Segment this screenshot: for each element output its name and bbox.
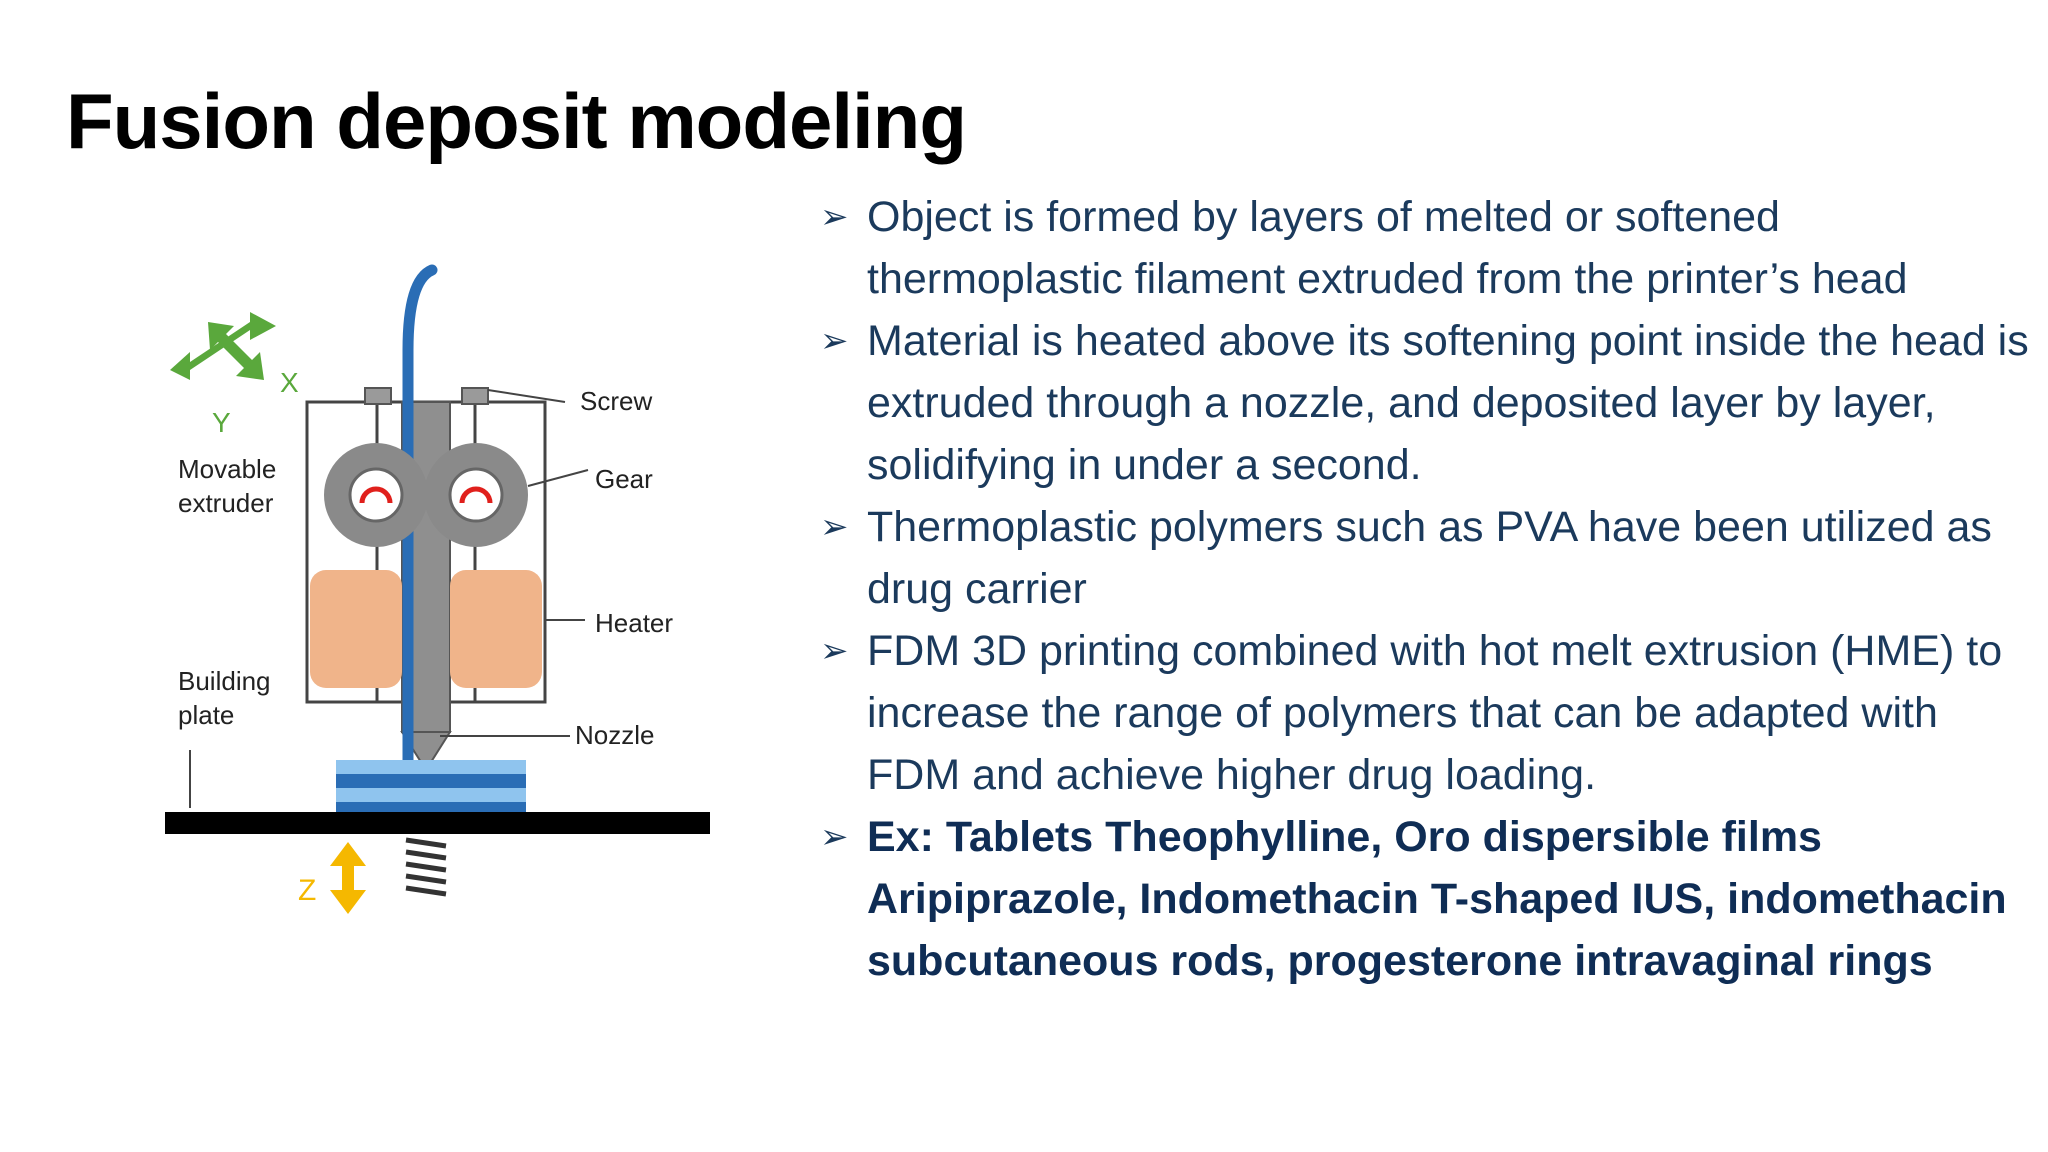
bullet-item: ➢ Thermoplastic polymers such as PVA have… bbox=[820, 496, 2030, 620]
deposited-layer bbox=[336, 788, 526, 802]
slide-title: Fusion deposit modeling bbox=[66, 77, 967, 165]
label-extruder: extruder bbox=[178, 488, 274, 518]
screw-right bbox=[461, 387, 489, 405]
bullet-arrow-icon: ➢ bbox=[820, 631, 849, 671]
bullet-text: Object is formed by layers of melted or … bbox=[867, 193, 1908, 303]
rotation-arrow-icon bbox=[359, 486, 393, 504]
bullet-arrow-icon: ➢ bbox=[820, 197, 849, 237]
bullet-text: FDM 3D printing combined with hot melt e… bbox=[867, 627, 2003, 799]
label-heater: Heater bbox=[595, 608, 673, 638]
label-plate: plate bbox=[178, 700, 234, 730]
bullet-text: Material is heated above its softening p… bbox=[867, 317, 2029, 489]
rotation-arrow-icon bbox=[459, 486, 493, 504]
fdm-diagram: Screw Gear Heater Nozzle Movable extrude… bbox=[165, 264, 710, 914]
bullet-arrow-icon: ➢ bbox=[820, 321, 849, 361]
bullet-item: ➢ Object is formed by layers of melted or… bbox=[820, 186, 2030, 310]
filament bbox=[402, 264, 438, 766]
xy-axis-arrow-icon bbox=[170, 312, 276, 380]
bullet-list: ➢ Object is formed by layers of melted or… bbox=[820, 186, 2030, 992]
deposited-layer bbox=[336, 760, 526, 774]
nozzle-tip bbox=[400, 731, 452, 772]
heater-right bbox=[450, 570, 542, 688]
label-axis-y: Y bbox=[212, 407, 231, 438]
label-gear: Gear bbox=[595, 464, 653, 494]
label-building: Building bbox=[178, 666, 271, 696]
label-screw: Screw bbox=[580, 386, 652, 416]
label-axis-z: Z bbox=[298, 874, 316, 907]
label-axis-x: X bbox=[280, 367, 299, 398]
z-axis-arrow-icon bbox=[330, 842, 366, 914]
label-movable: Movable bbox=[178, 454, 276, 484]
heater-left bbox=[310, 570, 402, 688]
bullet-text: Ex: Tablets Theophylline, Oro dispersibl… bbox=[867, 813, 2007, 985]
label-nozzle: Nozzle bbox=[575, 720, 654, 750]
screw-left bbox=[364, 387, 392, 405]
bullet-item: ➢ Material is heated above its softening … bbox=[820, 310, 2030, 496]
bullet-item-example: ➢ Ex: Tablets Theophylline, Oro dispersib… bbox=[820, 806, 2030, 992]
bullet-arrow-icon: ➢ bbox=[820, 507, 849, 547]
bullet-arrow-icon: ➢ bbox=[820, 817, 849, 857]
deposited-layer bbox=[336, 802, 526, 812]
bullet-item: ➢ FDM 3D printing combined with hot melt … bbox=[820, 620, 2030, 806]
building-plate bbox=[165, 812, 710, 834]
deposited-layer bbox=[336, 774, 526, 788]
bullet-text: Thermoplastic polymers such as PVA have … bbox=[867, 503, 1992, 613]
spring-icon bbox=[405, 837, 447, 897]
